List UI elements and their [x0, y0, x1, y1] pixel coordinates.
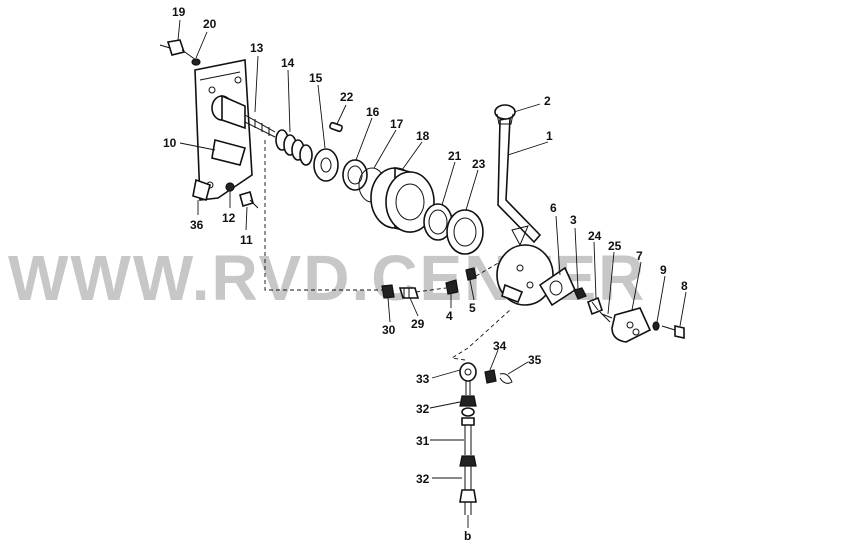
- label-31: 31: [416, 434, 430, 448]
- ring-16: [342, 159, 368, 191]
- label-12: 12: [222, 211, 236, 225]
- label-1: 1: [546, 129, 553, 143]
- label-4: 4: [446, 309, 453, 323]
- label-6: 6: [550, 201, 557, 215]
- lever-1: [497, 117, 542, 247]
- washer-9: [652, 321, 660, 331]
- label-24: 24: [588, 229, 602, 243]
- washer-12: [225, 182, 235, 192]
- nut-30: [381, 284, 395, 299]
- cotter-pin-35: [499, 373, 513, 384]
- label-5: 5: [469, 301, 476, 315]
- pin-25: [599, 311, 613, 323]
- rod-31: [461, 417, 475, 455]
- nut-34: [484, 369, 497, 384]
- connection-line-29-4: [415, 287, 447, 293]
- bracket-plate: [194, 59, 253, 201]
- bolt-4: [445, 279, 459, 295]
- label-18: 18: [416, 129, 430, 143]
- shaft-13: [211, 94, 276, 138]
- label-9: 9: [660, 263, 667, 277]
- key-22: [329, 121, 343, 133]
- label-15: 15: [309, 71, 323, 85]
- bolt-19: [159, 39, 197, 61]
- rod-end-33: [459, 362, 477, 395]
- label-11: 11: [240, 233, 253, 247]
- label-32-upper: 32: [416, 402, 430, 416]
- label-30: 30: [382, 323, 396, 337]
- washer-20: [191, 58, 201, 66]
- label-17: 17: [390, 117, 404, 131]
- nut-24: [587, 296, 603, 316]
- label-7: 7: [636, 249, 643, 263]
- connection-line-33: [450, 309, 511, 361]
- label-20: 20: [203, 17, 217, 31]
- nut-3: [573, 287, 587, 300]
- bolt-8: [661, 325, 685, 339]
- seal-23: [446, 209, 484, 255]
- nut-32-lower: [459, 455, 477, 515]
- label-2: 2: [544, 94, 551, 108]
- hub-plate: [496, 244, 554, 306]
- connection-line-30: [264, 140, 382, 291]
- nut-5: [465, 267, 477, 281]
- label-14: 14: [281, 56, 295, 70]
- bolt-11: [239, 190, 259, 209]
- leader-lines: [177, 19, 687, 528]
- label-22: 22: [340, 90, 354, 104]
- label-36: 36: [190, 218, 204, 232]
- label-3: 3: [570, 213, 577, 227]
- label-19: 19: [172, 5, 186, 19]
- label-10: 10: [163, 136, 177, 150]
- drum-18: [370, 166, 435, 234]
- label-13: 13: [250, 41, 264, 55]
- label-35: 35: [528, 353, 542, 367]
- bolt-29: [398, 287, 420, 299]
- label-34: 34: [493, 339, 507, 353]
- label-32-lower: 32: [416, 472, 430, 486]
- label-b: b: [464, 529, 471, 543]
- collar-15: [313, 148, 339, 182]
- label-8: 8: [681, 279, 688, 293]
- nut-32-upper: [459, 395, 477, 417]
- label-23: 23: [472, 157, 486, 171]
- connection-line-5: [475, 261, 501, 277]
- tab-36: [192, 178, 211, 202]
- part-labels: 19 20 13 14 15 22 16 17 18 21 23 10 12 1…: [163, 5, 688, 543]
- label-21: 21: [448, 149, 462, 163]
- label-33: 33: [416, 372, 430, 386]
- spring-14: [275, 129, 313, 166]
- label-25: 25: [608, 239, 622, 253]
- label-29: 29: [411, 317, 425, 331]
- label-16: 16: [366, 105, 380, 119]
- cap-7: [611, 307, 652, 343]
